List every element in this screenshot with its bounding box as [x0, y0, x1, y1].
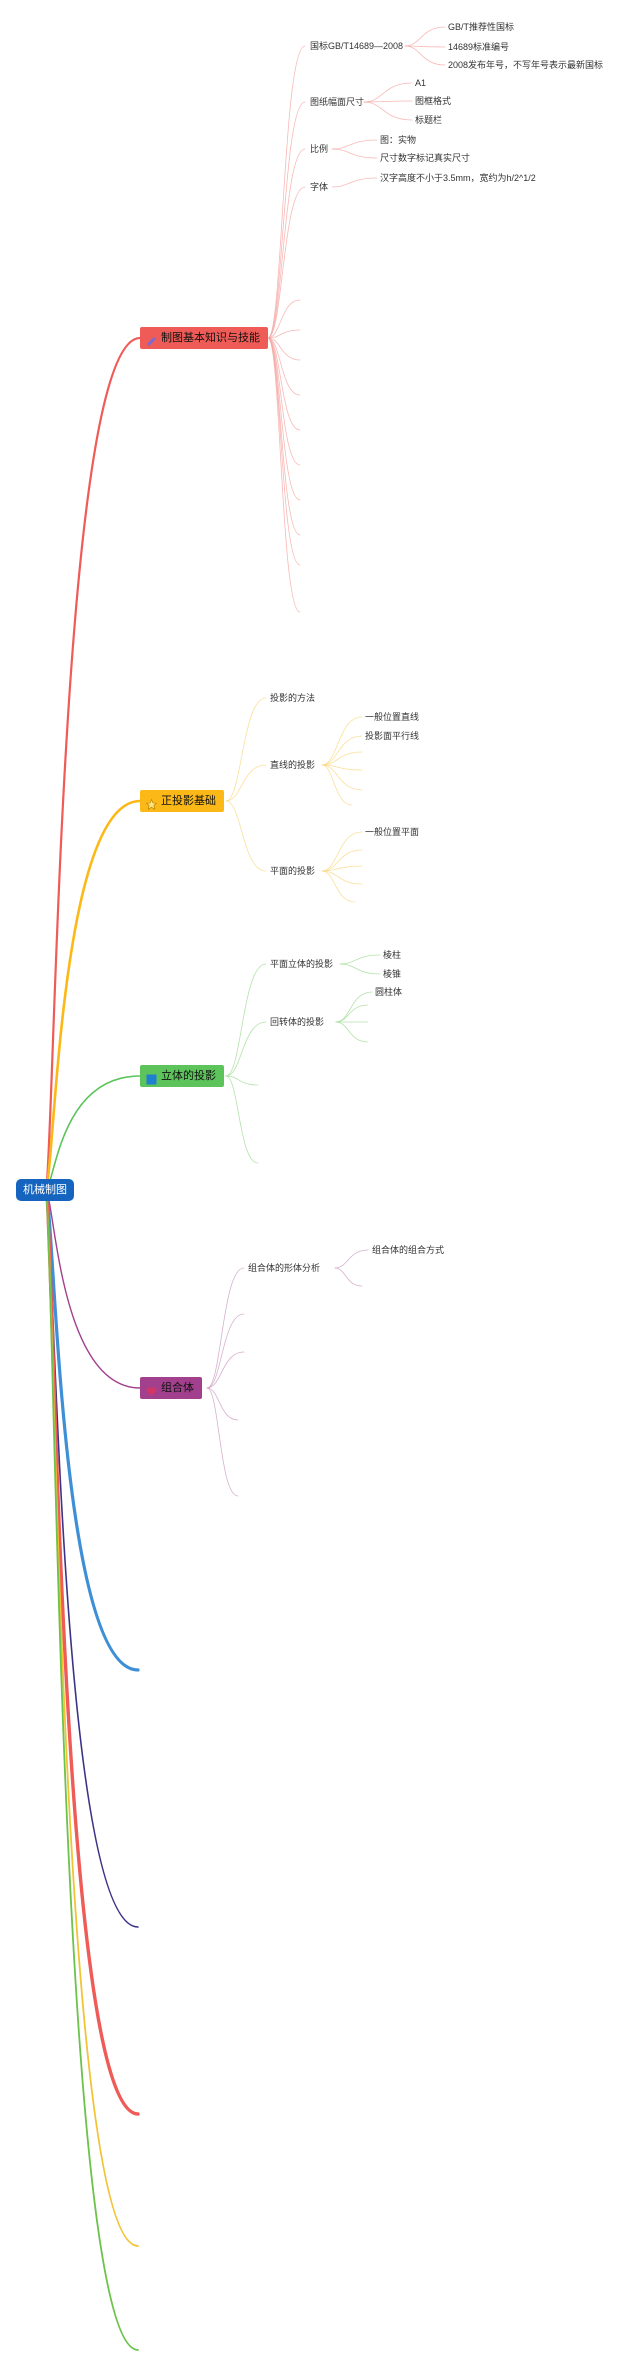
leaf-line [339, 963, 381, 975]
branch-label: 立体的投影 [161, 1070, 216, 1082]
sub-line [225, 764, 267, 802]
subtopic-gb-standard[interactable]: 国标GB/T14689—2008 [310, 41, 404, 51]
leaf-line [363, 101, 413, 121]
subtopic-shape-analysis[interactable]: 组合体的形体分析 [248, 1263, 321, 1273]
sub-line [206, 1387, 239, 1421]
branch-drawing-basics[interactable]: 制图基本知识与技能 [140, 327, 268, 349]
leaf-item[interactable]: 投影面平行线 [365, 731, 420, 741]
leaf-line [321, 831, 363, 872]
heart-icon [146, 1383, 157, 1396]
leaf-item[interactable]: 2008发布年号，不写年号表示最新国标 [448, 60, 604, 70]
leaf-line [321, 849, 363, 872]
sub-line [267, 337, 301, 613]
leaf-line [335, 991, 373, 1023]
sub-line [267, 186, 306, 339]
branch-label: 组合体 [161, 1382, 194, 1394]
branch-line [44, 1075, 141, 1191]
sub-line [225, 697, 267, 802]
leaf-item[interactable]: 标题栏 [415, 115, 443, 125]
root-node[interactable]: 机械制图 [16, 1179, 74, 1201]
leaf-line [331, 139, 378, 150]
subtopic-planar-solid[interactable]: 平面立体的投影 [270, 959, 334, 969]
sub-line [267, 101, 306, 339]
sub-line [206, 1351, 245, 1389]
leaf-line [404, 45, 446, 66]
sub-line [206, 1313, 245, 1389]
leaf-line [339, 954, 381, 965]
subtopic-font[interactable]: 字体 [310, 182, 329, 192]
leaf-item[interactable]: 图框格式 [415, 96, 452, 106]
leaf-line [335, 1004, 369, 1023]
leaf-line [331, 148, 378, 159]
leaf-item[interactable]: 棱柱 [383, 950, 402, 960]
leaf-line [321, 751, 363, 766]
leaf-item[interactable]: 14689标准编号 [448, 42, 510, 52]
leaf-line [321, 716, 363, 766]
pencil-icon [146, 333, 157, 346]
branch-solid-projection[interactable]: 立体的投影 [140, 1065, 224, 1087]
sub-line [225, 800, 267, 872]
sub-line [267, 148, 306, 339]
leaf-item[interactable]: 一般位置平面 [365, 827, 420, 837]
branch-line [43, 336, 142, 1192]
leaf-item[interactable]: 汉字高度不小于3.5mm，宽约为h/2^1/2 [380, 173, 536, 183]
branch-line [44, 1189, 139, 2351]
leaf-line [331, 177, 378, 188]
leaf-item[interactable]: 组合体的组合方式 [372, 1245, 445, 1255]
leaf-item[interactable]: 棱锥 [383, 969, 402, 979]
leaf-line [321, 764, 353, 806]
leaf-line [321, 870, 363, 885]
sub-line [206, 1387, 239, 1497]
branch-orthographic-projection[interactable]: 正投影基础 [140, 790, 224, 812]
leaf-item[interactable]: 图：实物 [380, 135, 417, 145]
leaf-line [334, 1249, 369, 1269]
sub-line [206, 1267, 245, 1389]
leaf-line [334, 1267, 363, 1287]
leaf-item[interactable]: 尺寸数字标记真实尺寸 [380, 153, 471, 163]
sub-line [225, 963, 267, 1077]
sub-line [267, 337, 301, 466]
star-icon [145, 796, 158, 810]
sub-line [267, 299, 301, 339]
branch-label: 制图基本知识与技能 [161, 332, 260, 344]
sub-line [267, 45, 306, 339]
leaf-line [321, 865, 363, 872]
branch-line [43, 1188, 140, 2116]
leaf-line [321, 764, 363, 791]
leaf-line [404, 26, 446, 47]
leaf-item[interactable]: 一般位置直线 [365, 712, 420, 722]
branch-label: 正投影基础 [161, 795, 216, 807]
sub-line [267, 329, 301, 339]
leaf-line [321, 735, 363, 766]
leaf-item[interactable]: 圆柱体 [375, 987, 403, 997]
subtopic-paper-size[interactable]: 图纸幅面尺寸 [310, 97, 365, 107]
square-icon [146, 1071, 157, 1084]
branch-line [43, 799, 142, 1192]
leaf-line [321, 870, 356, 903]
leaf-line [335, 1021, 369, 1043]
sub-line [267, 337, 301, 536]
leaf-item[interactable]: GB/T推荐性国标 [448, 22, 515, 32]
sub-line [225, 1075, 259, 1164]
subtopic-plane-projection[interactable]: 平面的投影 [270, 866, 316, 876]
branch-composite-body[interactable]: 组合体 [140, 1377, 202, 1399]
leaf-line [363, 82, 413, 103]
subtopic-line-projection[interactable]: 直线的投影 [270, 760, 316, 770]
sub-line [225, 1075, 259, 1086]
sub-line [267, 337, 301, 396]
subtopic-revolution-solid[interactable]: 回转体的投影 [270, 1017, 325, 1027]
subtopic-projection-method[interactable]: 投影的方法 [270, 693, 316, 703]
subtopic-scale[interactable]: 比例 [310, 144, 329, 154]
leaf-item[interactable]: A1 [415, 78, 427, 88]
sub-line [225, 1021, 267, 1077]
